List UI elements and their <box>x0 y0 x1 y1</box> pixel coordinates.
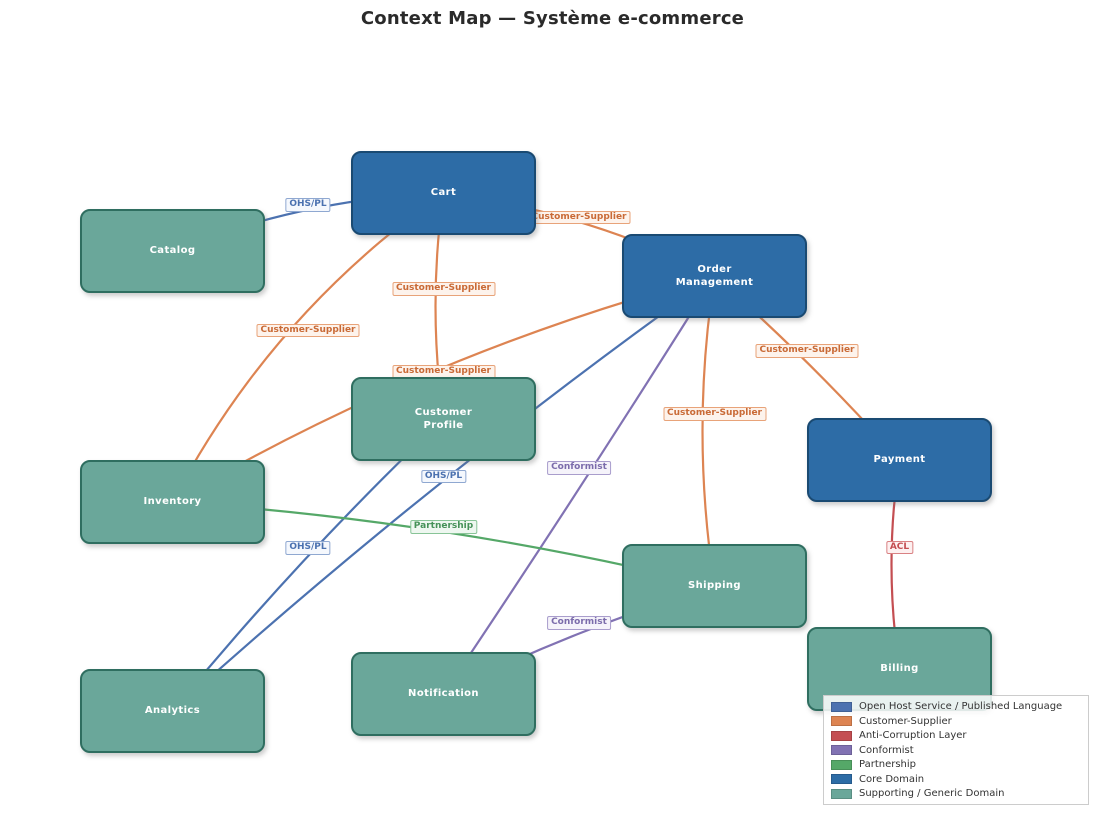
context-box-inventory: Inventory <box>80 460 265 544</box>
legend-swatch <box>831 774 852 784</box>
edge-label-order-management-notification: Conformist <box>547 461 611 475</box>
edge-label-cart-customer-profile: Customer-Supplier <box>392 282 495 296</box>
legend-label: Supporting / Generic Domain <box>859 788 1005 799</box>
context-box-label: Payment <box>873 454 926 466</box>
edge-order-management-notification <box>442 274 716 696</box>
context-box-label: Profile <box>423 420 464 431</box>
edge-label-inventory-shipping: Partnership <box>409 520 478 534</box>
context-box-cart: Cart <box>351 151 536 235</box>
context-box-catalog: Catalog <box>80 209 265 293</box>
context-box-notification: Notification <box>351 652 536 736</box>
legend-label: Open Host Service / Published Language <box>859 701 1063 712</box>
legend-swatch <box>831 745 852 755</box>
legend-item: Conformist <box>831 745 1081 756</box>
edge-label-catalog-cart: OHS/PL <box>285 198 331 212</box>
legend-item: Anti-Corruption Layer <box>831 730 1081 741</box>
legend-label: Conformist <box>859 744 914 756</box>
edge-order-management-shipping <box>701 274 716 588</box>
context-box-label: Notification <box>408 688 479 700</box>
context-box-label: Catalog <box>149 245 196 257</box>
context-box-payment: Payment <box>807 418 992 502</box>
legend-item: Supporting / Generic Domain <box>831 788 1081 799</box>
edge-label-order-management-payment: Customer-Supplier <box>755 344 859 358</box>
legend-item: Open Host Service / Published Language <box>831 701 1081 712</box>
context-box-label: Order <box>697 263 732 275</box>
legend-swatch <box>831 730 852 741</box>
context-box-label: Inventory <box>143 496 202 508</box>
context-box-label: Billing <box>880 663 919 675</box>
context-box-label: Customer <box>414 406 473 418</box>
edge-order-management-analytics <box>171 274 716 713</box>
edge-label-order-management-analytics: OHS/PL <box>420 469 467 484</box>
edge-label-shipping-notification: Conformist <box>547 616 611 630</box>
legend-item: Partnership <box>831 759 1081 770</box>
legend-swatch <box>831 716 852 726</box>
legend-swatch <box>831 701 852 712</box>
legend-label: Core Domain <box>859 773 925 785</box>
legend-item: Core Domain <box>831 774 1081 785</box>
context-box-analytics: Analytics <box>80 669 265 753</box>
edge-label-customer-profile-analytics: OHS/PL <box>285 541 331 555</box>
edge-label-payment-billing: ACL <box>885 540 914 555</box>
legend-label: Partnership <box>859 759 917 770</box>
edge-label-cart-inventory: Customer-Supplier <box>256 323 360 338</box>
edge-label-order-management-shipping: Customer-Supplier <box>663 407 766 421</box>
context-box-label: Cart <box>430 187 457 199</box>
legend-swatch <box>831 759 852 770</box>
legend-item: Customer-Supplier <box>831 716 1081 727</box>
legend-label: Customer-Supplier <box>859 715 952 727</box>
context-box-shipping: Shipping <box>622 544 807 628</box>
legend-label: Anti-Corruption Layer <box>859 730 967 741</box>
context-box-label: Shipping <box>688 580 741 592</box>
context-box-label: Management <box>675 277 754 288</box>
context-box-label: Analytics <box>144 705 201 717</box>
diagram-title: Context Map — Système e-commerce <box>360 8 745 29</box>
edge-label-cart-order-management: Customer-Supplier <box>527 210 631 225</box>
legend-swatch <box>831 788 852 799</box>
